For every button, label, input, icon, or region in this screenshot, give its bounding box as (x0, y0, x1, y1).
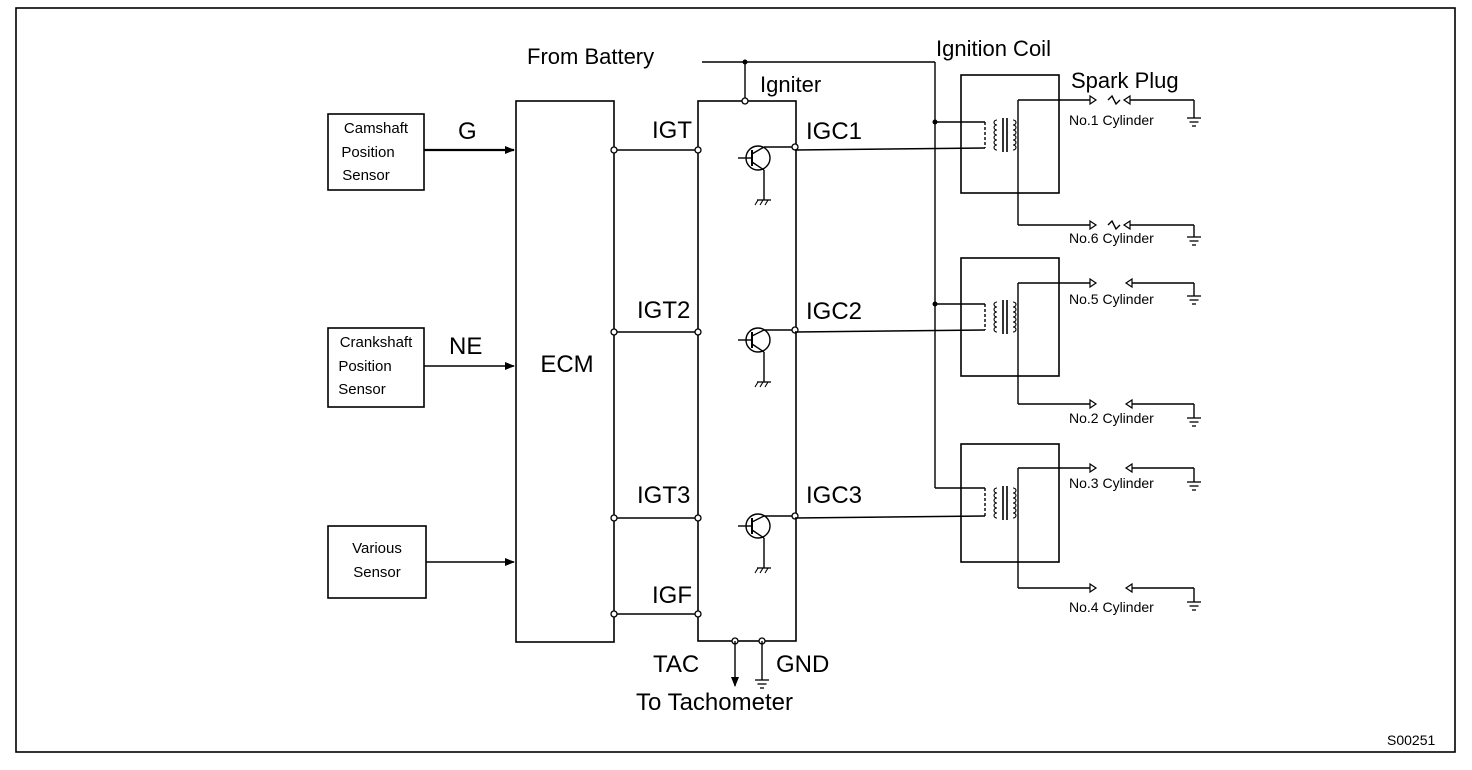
ne-signal-label: NE (449, 333, 482, 360)
figure-frame (15, 7, 1456, 753)
igc-label-2: IGC2 (806, 298, 862, 325)
camshaft-position-sensor: Camshaft Position Sensor (327, 113, 425, 191)
camshaft-label-3: Sensor (342, 167, 390, 184)
spark-plug-3 (1124, 462, 1202, 491)
igt-wire-3 (610, 514, 702, 522)
from-battery-label: From Battery (527, 44, 654, 69)
igc-label-3: IGC3 (806, 482, 862, 509)
igc-label-1: IGC1 (806, 118, 862, 145)
cylinder-4-label: No.4 Cylinder (1069, 599, 1154, 615)
spark-plug-2 (1124, 398, 1202, 427)
cylinder-5-label: No.5 Cylinder (1069, 291, 1154, 307)
to-tachometer-label: To Tachometer (636, 689, 793, 716)
cylinder-2-label: No.2 Cylinder (1069, 410, 1154, 426)
spark-plug-6 (1107, 219, 1202, 246)
camshaft-label-1: Camshaft (344, 120, 409, 137)
ignition-coil-label: Ignition Coil (936, 36, 1051, 61)
crankshaft-label-2: Position (338, 358, 391, 375)
camshaft-label-2: Position (341, 144, 394, 161)
g-signal-label: G (458, 118, 477, 145)
gnd-output (754, 637, 770, 689)
tac-output (731, 637, 739, 687)
igniter-label: Igniter (760, 72, 821, 97)
transistor-3 (738, 512, 799, 574)
igf-label: IGF (652, 582, 692, 609)
various-label-2: Sensor (353, 564, 401, 581)
ecm-label: ECM (540, 351, 593, 378)
secondary-winding-3 (1012, 487, 1017, 519)
igt-label-1: IGT (652, 117, 692, 144)
primary-winding-1 (993, 119, 998, 151)
cylinder-1-label: No.1 Cylinder (1069, 112, 1154, 128)
ignition-coil-1 (794, 74, 1098, 231)
crankshaft-position-sensor: Crankshaft Position Sensor (327, 327, 425, 408)
transistor-1 (738, 143, 799, 206)
secondary-winding-1 (1012, 119, 1017, 151)
igt-wire-1 (610, 146, 702, 154)
ignition-coil-3 (794, 443, 1098, 594)
transistor-2 (738, 326, 799, 388)
spark-plug-1 (1107, 94, 1202, 127)
cylinder-6-label: No.6 Cylinder (1069, 230, 1154, 246)
various-sensor: Various Sensor (327, 525, 427, 599)
crankshaft-label-3: Sensor (338, 381, 386, 398)
ecm-block: ECM (515, 100, 615, 643)
tac-label: TAC (653, 651, 699, 678)
spark-plug-4 (1124, 582, 1202, 611)
coil-supply-bus (932, 62, 985, 489)
cylinder-3-label: No.3 Cylinder (1069, 475, 1154, 491)
ignition-coil-2 (794, 257, 1098, 410)
spark-plug-label: Spark Plug (1071, 68, 1179, 93)
primary-winding-2 (993, 301, 998, 333)
spark-plug-5 (1124, 277, 1202, 305)
primary-winding-3 (993, 487, 998, 519)
igt-label-3: IGT3 (637, 482, 690, 509)
gnd-label: GND (776, 651, 829, 678)
various-label-1: Various (352, 540, 402, 557)
crankshaft-label-1: Crankshaft (340, 334, 413, 351)
igniter-block: Igniter (697, 72, 821, 642)
coil-windings (993, 119, 1017, 519)
igt-label-2: IGT2 (637, 297, 690, 324)
secondary-winding-2 (1012, 301, 1017, 333)
figure-code: S00251 (1387, 732, 1435, 748)
igt-wire-2 (610, 328, 702, 336)
igf-wire (610, 610, 702, 618)
